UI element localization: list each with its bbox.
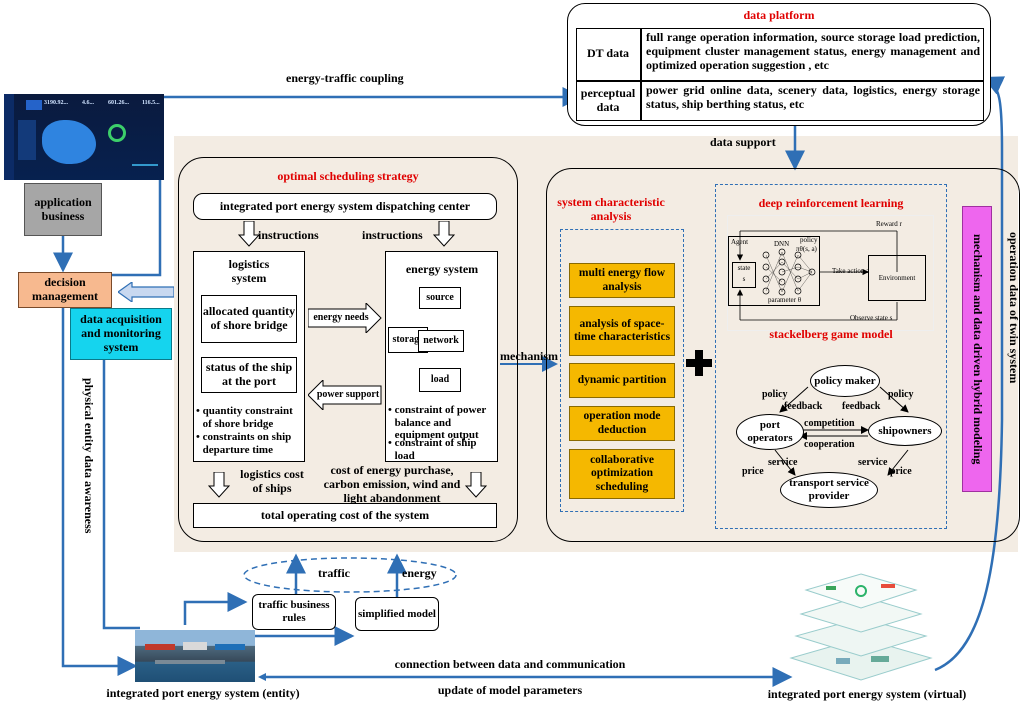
source-box: source	[419, 287, 461, 309]
left-arrow-icon	[308, 380, 382, 410]
network-box: network	[418, 330, 464, 352]
port-photo	[135, 630, 255, 682]
drl-title: deep reinforcement learning	[758, 196, 904, 211]
transport-provider-node: transport service provider	[780, 472, 878, 508]
service-edge-label: service	[768, 457, 798, 468]
energy-constraint-1: • constraint of power balance and equipm…	[388, 404, 487, 442]
analysis-item: collaborative optimization scheduling	[569, 449, 675, 499]
application-business-box: application business	[24, 183, 102, 236]
energy-needs-label: energy needs	[313, 312, 369, 324]
feedback-edge-label: feedback	[784, 401, 823, 412]
virtual-label: integrated port energy system (virtual)	[767, 687, 967, 702]
china-map	[42, 120, 96, 164]
energy-system-box	[385, 251, 498, 462]
operation-data-twin-label: operation data of twin system	[1006, 232, 1021, 384]
dashboard-screenshot: 3190.92... 4.6... 601.26... 116.5...	[4, 94, 164, 180]
policy-edge-label: policy	[762, 389, 788, 400]
policy-label: policy	[800, 236, 818, 244]
energy-constraint-2: • constraint of ship load	[388, 437, 477, 462]
dt-data-text: full range operation information, source…	[646, 30, 980, 72]
strategy-panel	[178, 157, 518, 542]
total-operating-cost: total operating cost of the system	[193, 503, 497, 528]
logistics-constraint-1: • quantity constraint of shore bridge	[196, 405, 293, 430]
entity-label: integrated port energy system (entity)	[106, 686, 300, 701]
ship-status-port: status of the ship at the port	[201, 357, 297, 393]
reward-label: Reward r	[876, 220, 902, 228]
state-s-label: s	[742, 275, 746, 283]
data-platform-title: data platform	[743, 8, 815, 23]
data-support-label: data support	[710, 135, 776, 149]
stackelberg-title: stackelberg game model	[769, 327, 893, 342]
feedback-edge-label: feedback	[842, 401, 881, 412]
service-edge-label: service	[858, 457, 888, 468]
port-operators-node: port operators	[736, 414, 804, 450]
parameter-label: parameter θ	[768, 296, 802, 304]
plus-icon	[686, 350, 712, 376]
down-arrow-icon	[238, 221, 260, 247]
cooperation-label: cooperation	[804, 439, 855, 450]
data-acquisition-box: data acquisition and monitoring system	[70, 308, 172, 360]
price-edge-label: price	[890, 466, 912, 477]
policy-edge-label: policy	[888, 389, 914, 400]
analysis-item: dynamic partition	[569, 363, 675, 398]
analysis-item: multi energy flow analysis	[569, 263, 675, 298]
analysis-title: system characteristic analysis	[557, 195, 665, 223]
perceptual-data-label: perceptual data	[580, 86, 636, 114]
state-box	[732, 262, 756, 288]
decision-management-box: decision management	[18, 272, 112, 308]
price-edge-label: price	[742, 466, 764, 477]
take-action-label: Take action a	[832, 267, 870, 275]
connection-label: connection between data and communicatio…	[394, 657, 626, 672]
logistics-system-title: logistics system	[228, 257, 270, 285]
analysis-item: analysis of space-time characteristics	[569, 306, 675, 356]
drl-diagram	[727, 215, 934, 331]
down-arrow-icon	[465, 472, 487, 498]
drl-dashed-box	[715, 184, 947, 529]
mechanism-label: mechanism	[500, 349, 558, 363]
energy-label: energy	[402, 566, 437, 580]
down-arrow-icon	[208, 472, 230, 498]
physical-entity-awareness-label: physical entity data awareness	[81, 378, 96, 534]
shipowners-node: shipowners	[868, 416, 942, 446]
analysis-dashed-box	[560, 229, 684, 512]
policy-maker-node: policy maker	[810, 365, 880, 397]
dt-data-table	[576, 28, 984, 121]
power-support-label: power support	[316, 389, 380, 401]
hybrid-modeling-bar: mechanism and data driven hybrid modelin…	[962, 206, 992, 492]
energy-traffic-coupling-label: energy-traffic coupling	[286, 71, 404, 85]
observe-state-label: Observe state s	[850, 314, 893, 322]
logistics-cost-label: logistics cost of ships	[240, 467, 304, 495]
right-arrow-icon	[308, 303, 382, 333]
policy-function: πθ(s, a)	[796, 245, 817, 253]
competition-label: competition	[804, 418, 855, 429]
data-platform	[567, 3, 991, 126]
logistics-system-box	[193, 251, 305, 462]
instructions-label: instructions	[362, 228, 423, 242]
agent-label: Agent	[731, 238, 749, 246]
load-box: load	[419, 368, 461, 392]
down-arrow-icon	[433, 221, 455, 247]
perceptual-data-text: power grid online data, scenery data, lo…	[646, 83, 980, 111]
traffic-label: traffic	[318, 566, 350, 580]
instructions-label: instructions	[258, 228, 319, 242]
traffic-rules-box: traffic business rules	[252, 594, 336, 630]
state-label: state	[737, 264, 751, 272]
allocated-shore-bridge: allocated quantity of shore bridge	[201, 295, 297, 343]
agent-box	[728, 236, 820, 306]
simplified-model-box: simplified model	[355, 597, 439, 631]
update-label: update of model parameters	[437, 683, 583, 698]
energy-cost-label: cost of energy purchase, carbon emission…	[323, 463, 461, 505]
virtual-port-illustration	[786, 568, 936, 690]
dnn-label: DNN	[774, 240, 790, 248]
dt-data-label: DT data	[586, 46, 630, 61]
dispatching-center: integrated port energy system dispatchin…	[193, 193, 497, 220]
environment-box: Environment	[868, 255, 926, 301]
energy-system-title: energy system	[405, 262, 479, 277]
analysis-item: operation mode deduction	[569, 406, 675, 441]
logistics-constraint-2: • constraints on ship departure time	[196, 431, 292, 456]
left-arrow-icon	[118, 282, 174, 302]
strategy-title: optimal scheduling strategy	[277, 169, 419, 184]
model-panel	[546, 168, 1020, 542]
